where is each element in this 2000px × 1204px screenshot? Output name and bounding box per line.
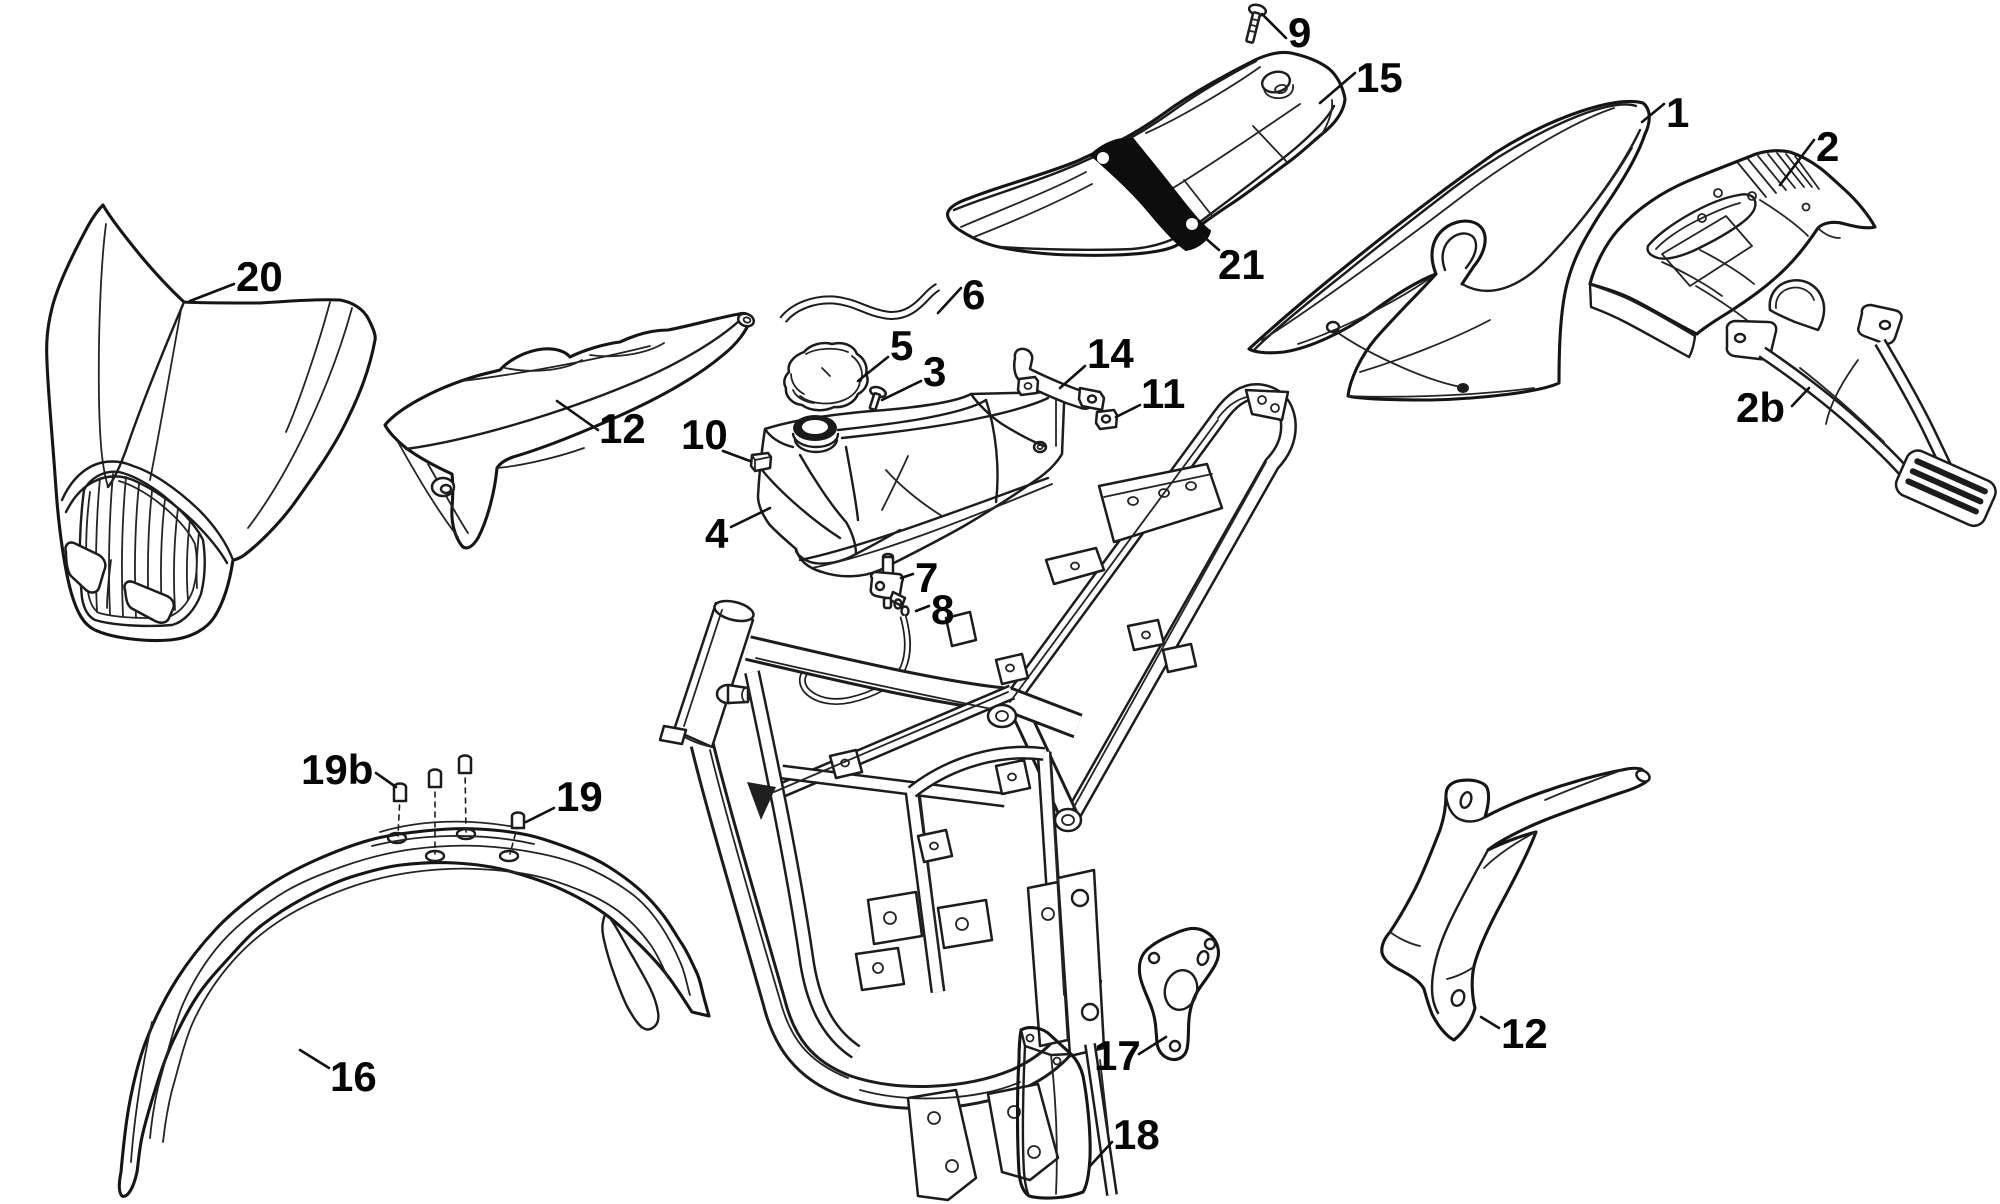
- svg-text:19b: 19b: [301, 746, 373, 793]
- svg-text:12: 12: [599, 405, 646, 452]
- svg-text:17: 17: [1094, 1032, 1141, 1079]
- svg-text:1: 1: [1666, 89, 1689, 136]
- svg-text:3: 3: [923, 348, 946, 395]
- svg-text:20: 20: [236, 253, 283, 300]
- svg-text:8: 8: [931, 586, 954, 633]
- svg-text:4: 4: [705, 510, 729, 557]
- svg-text:2: 2: [1816, 123, 1839, 170]
- svg-text:19: 19: [556, 773, 603, 820]
- svg-text:12: 12: [1501, 1010, 1548, 1057]
- svg-text:11: 11: [1141, 370, 1185, 417]
- svg-text:9: 9: [1288, 9, 1311, 56]
- svg-text:2b: 2b: [1736, 384, 1785, 431]
- svg-text:7: 7: [915, 554, 938, 601]
- svg-text:6: 6: [962, 271, 985, 318]
- svg-text:5: 5: [890, 322, 913, 369]
- svg-text:16: 16: [330, 1053, 377, 1100]
- svg-text:21: 21: [1218, 241, 1265, 288]
- svg-text:18: 18: [1113, 1111, 1160, 1158]
- svg-text:10: 10: [681, 411, 728, 458]
- svg-text:14: 14: [1087, 330, 1134, 377]
- svg-text:15: 15: [1356, 54, 1403, 101]
